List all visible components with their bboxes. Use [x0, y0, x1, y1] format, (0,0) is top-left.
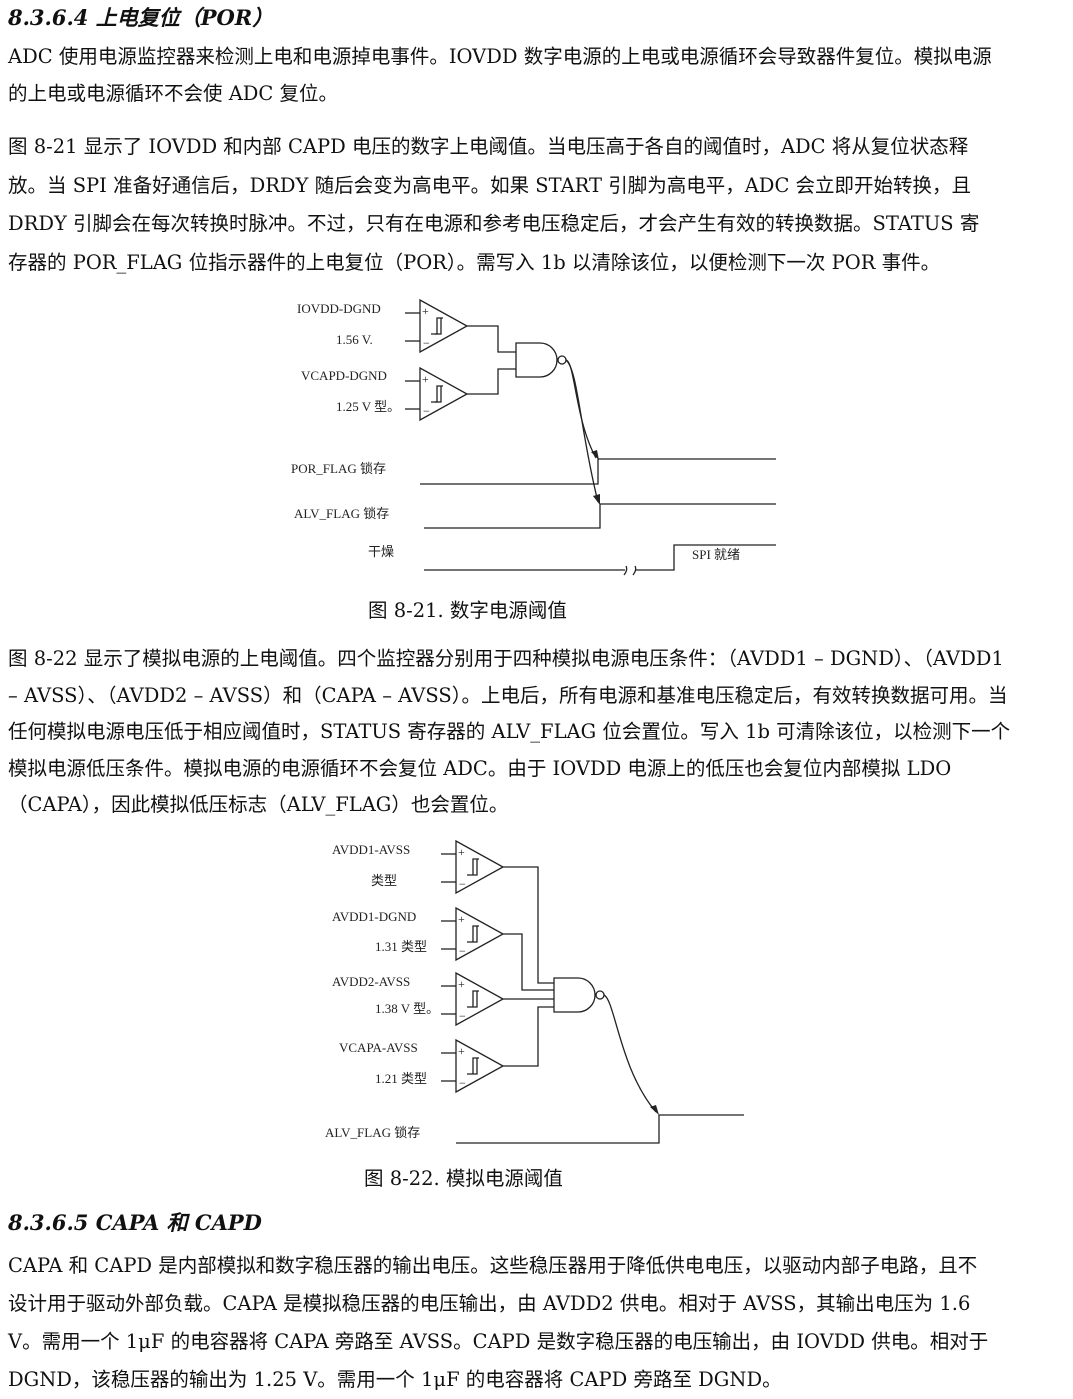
nand-gate-analog — [553, 977, 605, 1013]
label-por-flag: POR_FLAG 锁存 — [291, 461, 386, 476]
section-heading-capa-capd: 8.3.6.5 CAPA 和 CAPD — [8, 1210, 262, 1235]
svg-text:+: + — [458, 977, 465, 991]
text-line: （CAPA），因此模拟低压标志（ALV_FLAG）也会置位。 — [8, 793, 509, 816]
text-line: CAPA 和 CAPD 是内部模拟和数字稳压器的输出电压。这些稳压器用于降低供电… — [8, 1254, 978, 1277]
text-line: 放。当 SPI 准备好通信后，DRDY 随后会变为高电平。如果 START 引脚… — [8, 173, 972, 197]
figure-8-21-caption: 图 8-21. 数字电源阈值 — [368, 599, 567, 622]
svg-text:−: − — [459, 1009, 466, 1023]
figure-8-22-diagram: AVDD1-AVSS 类型 AVDD1-DGND 1.31 类型 AVDD2-A… — [325, 839, 744, 1144]
label-spi-ready: SPI 就绪 — [692, 547, 740, 562]
paragraph-capa-capd: CAPA 和 CAPD 是内部模拟和数字稳压器的输出电压。这些稳压器用于降低供电… — [8, 1247, 1068, 1399]
label-vcapd-threshold: 1.25 V 型。 — [336, 399, 400, 414]
svg-text:+: + — [458, 845, 465, 859]
text-line: 的上电或电源循环不会使 ADC 复位。 — [8, 82, 339, 105]
svg-text:−: − — [459, 877, 466, 891]
comparator-avdd2-avss: +− — [441, 971, 505, 1027]
text-line: V。需用一个 1μF 的电容器将 CAPA 旁路至 AVSS。CAPD 是数字稳… — [8, 1330, 989, 1353]
label-avdd2-avss: AVDD2-AVSS — [332, 974, 410, 989]
comparator-vcapa-avss: +− — [441, 1038, 505, 1094]
label-avdd1-dgnd: AVDD1-DGND — [332, 909, 416, 924]
label-avdd1-dgnd-threshold: 1.31 类型 — [375, 939, 427, 954]
text-line: DRDY 引脚会在每次转换时脉冲。不过，只有在电源和参考电压稳定后，才会产生有效… — [8, 212, 980, 235]
comparator-vcapd: + − — [405, 366, 469, 422]
label-avdd1-avss-threshold: 类型 — [371, 873, 397, 888]
paragraph-por-detail: 图 8-21 显示了 IOVDD 和内部 CAPD 电压的数字上电阈值。当电压高… — [8, 128, 1068, 282]
label-iovdd-dgnd: IOVDD-DGND — [297, 301, 381, 316]
svg-text:−: − — [459, 944, 466, 958]
svg-text:+: + — [458, 1044, 465, 1058]
text-line: ADC 使用电源监控器来检测上电和电源掉电事件。IOVDD 数字电源的上电或电源… — [8, 45, 992, 68]
label-vcapa-avss-threshold: 1.21 类型 — [375, 1071, 427, 1086]
label-avdd2-avss-threshold: 1.38 V 型。 — [375, 1001, 439, 1016]
waveform-alv-flag — [424, 503, 776, 529]
label-drdy: 干燥 — [368, 544, 394, 559]
nand-gate-digital — [515, 342, 567, 378]
label-alv-flag: ALV_FLAG 锁存 — [294, 506, 389, 521]
figure-8-21-diagram: IOVDD-DGND 1.56 V. VCAPD-DGND 1.25 V 型。 … — [291, 298, 776, 576]
waveform-alv-flag-latch — [456, 1114, 744, 1144]
label-iovdd-threshold: 1.56 V. — [336, 332, 373, 347]
svg-text:+: + — [422, 372, 429, 386]
label-avdd1-avss: AVDD1-AVSS — [332, 842, 410, 857]
comparator-avdd1-avss: +− — [441, 839, 505, 895]
svg-text:−: − — [423, 336, 430, 350]
label-vcapa-avss: VCAPA-AVSS — [339, 1040, 418, 1055]
figure-8-22-caption: 图 8-22. 模拟电源阈值 — [364, 1167, 563, 1190]
text-line: 任何模拟电源电压低于相应阈值时，STATUS 寄存器的 ALV_FLAG 位会置… — [8, 720, 1011, 743]
svg-text:+: + — [458, 912, 465, 926]
text-line: DGND，该稳压器的输出为 1.25 V。需用一个 1μF 的电容器将 CAPD… — [8, 1368, 782, 1391]
text-line: 图 8-21 显示了 IOVDD 和内部 CAPD 电压的数字上电阈值。当电压高… — [8, 135, 969, 158]
waveform-drdy — [424, 544, 776, 571]
comparator-avdd1-dgnd: +− — [441, 906, 505, 962]
waveform-por-flag — [420, 458, 776, 485]
svg-text:+: + — [422, 304, 429, 318]
paragraph-por-intro: ADC 使用电源监控器来检测上电和电源掉电事件。IOVDD 数字电源的上电或电源… — [8, 38, 1068, 112]
text-line: 设计用于驱动外部负载。CAPA 是模拟稳压器的电压输出，由 AVDD2 供电。相… — [8, 1292, 971, 1315]
svg-text:−: − — [423, 404, 430, 418]
text-line: 图 8-22 显示了模拟电源的上电阈值。四个监控器分别用于四种模拟电源电压条件：… — [8, 647, 1004, 670]
paragraph-analog-supply: 图 8-22 显示了模拟电源的上电阈值。四个监控器分别用于四种模拟电源电压条件：… — [8, 641, 1068, 824]
text-line: 模拟电源低压条件。模拟电源的电源循环不会复位 ADC。由于 IOVDD 电源上的… — [8, 756, 952, 780]
text-line: – AVSS）、（AVDD2 – AVSS）和（CAPA – AVSS）。上电后… — [8, 683, 1008, 707]
text-line: 存器的 POR_FLAG 位指示器件的上电复位（POR）。需写入 1b 以清除该… — [8, 250, 941, 274]
label-alv-flag-latch: ALV_FLAG 锁存 — [325, 1125, 420, 1140]
comparator-iovdd: + − — [405, 298, 469, 354]
label-vcapd-dgnd: VCAPD-DGND — [301, 368, 387, 383]
section-heading-por: 8.3.6.4 上电复位（POR） — [8, 5, 274, 30]
svg-text:−: − — [459, 1076, 466, 1090]
